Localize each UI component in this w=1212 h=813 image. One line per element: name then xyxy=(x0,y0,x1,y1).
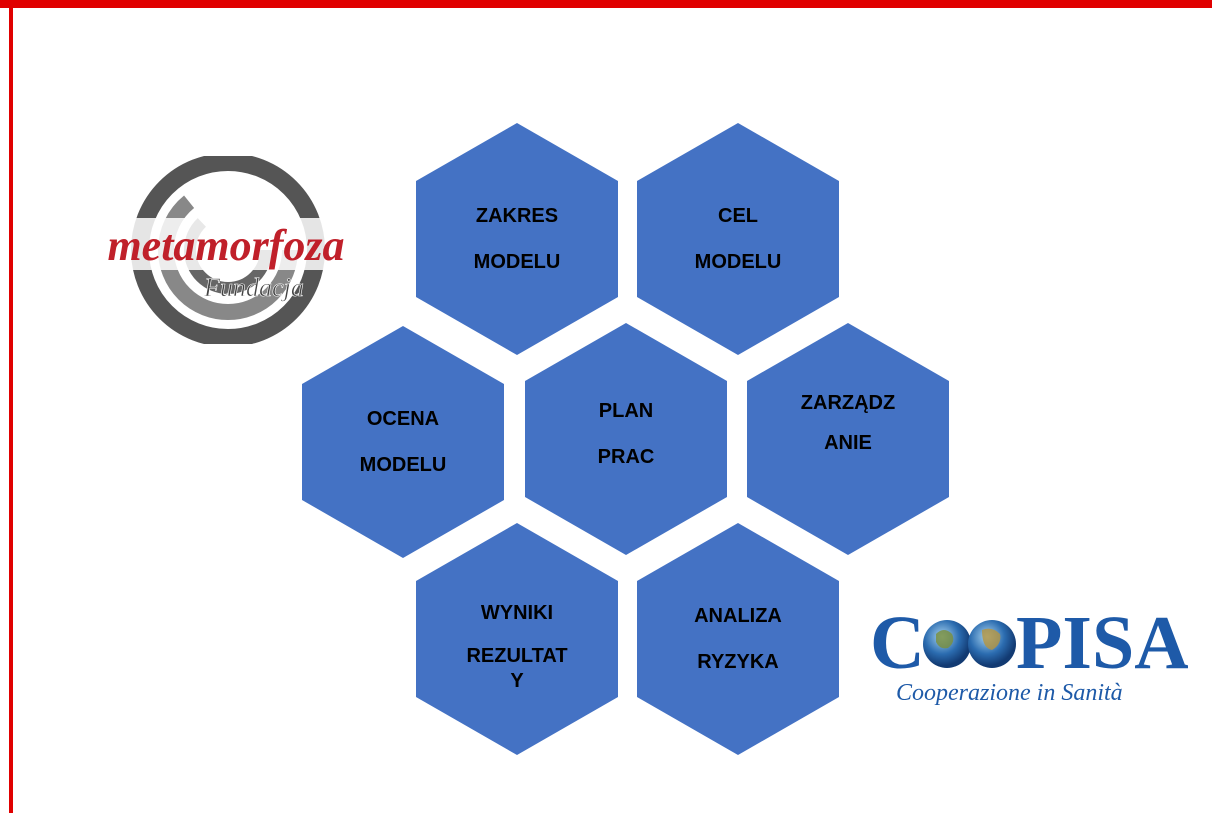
metamorfoza-logo: metamorfoza Fundacja xyxy=(78,156,374,344)
coopisa-logo-sub: Cooperazione in Sanità xyxy=(896,680,1123,706)
hexagon-wyniki-line-2: REZULTAT xyxy=(466,645,568,667)
hexagon-wyniki-line-3: Y xyxy=(510,670,524,692)
hexagon-analiza-ryzyka: ANALIZA RYZYKA xyxy=(637,523,839,755)
hexagon-zarzadzanie: ZARZĄDZ ANIE xyxy=(747,323,949,555)
hexagon-wyniki-line-1: WYNIKI xyxy=(480,602,554,624)
metamorfoza-logo-name: metamorfoza xyxy=(107,221,344,270)
hexagon-plan-prac: PLAN PRAC xyxy=(525,323,727,555)
hexagon-zarzadzanie-line-2: ANIE xyxy=(824,432,872,454)
hexagon-plan-line-2: PRAC xyxy=(597,446,655,468)
svg-text:C: C xyxy=(870,601,925,685)
hexagon-zakres-line-1: ZAKRES xyxy=(475,205,559,227)
coopisa-logo-name: PISA xyxy=(1016,601,1188,685)
hexagon-analiza-line-2: RYZYKA xyxy=(697,651,779,673)
hexagon-cel-line-2: MODELU xyxy=(694,251,782,273)
metamorfoza-logo-sub: Fundacja xyxy=(203,273,304,302)
coopisa-logo: C PISA Cooperazione in Sanità xyxy=(870,601,1188,706)
hexagon-plan-line-1: PLAN xyxy=(598,400,654,422)
hexagon-analiza-line-1: ANALIZA xyxy=(694,605,782,627)
border-left xyxy=(9,0,13,813)
hexagon-zakres-line-2: MODELU xyxy=(473,251,561,273)
hexagon-ocena-line-2: MODELU xyxy=(359,454,447,476)
hexagon-cel-line-1: CEL xyxy=(718,205,758,227)
hexagon-cel-modelu: CEL MODELU xyxy=(637,123,839,355)
hexagon-wyniki-rezultaty: WYNIKI REZULTAT Y xyxy=(416,523,618,755)
border-top xyxy=(0,0,1212,8)
hexagon-zarzadzanie-line-1: ZARZĄDZ xyxy=(800,392,896,414)
hexagon-ocena-line-1: OCENA xyxy=(366,408,440,430)
